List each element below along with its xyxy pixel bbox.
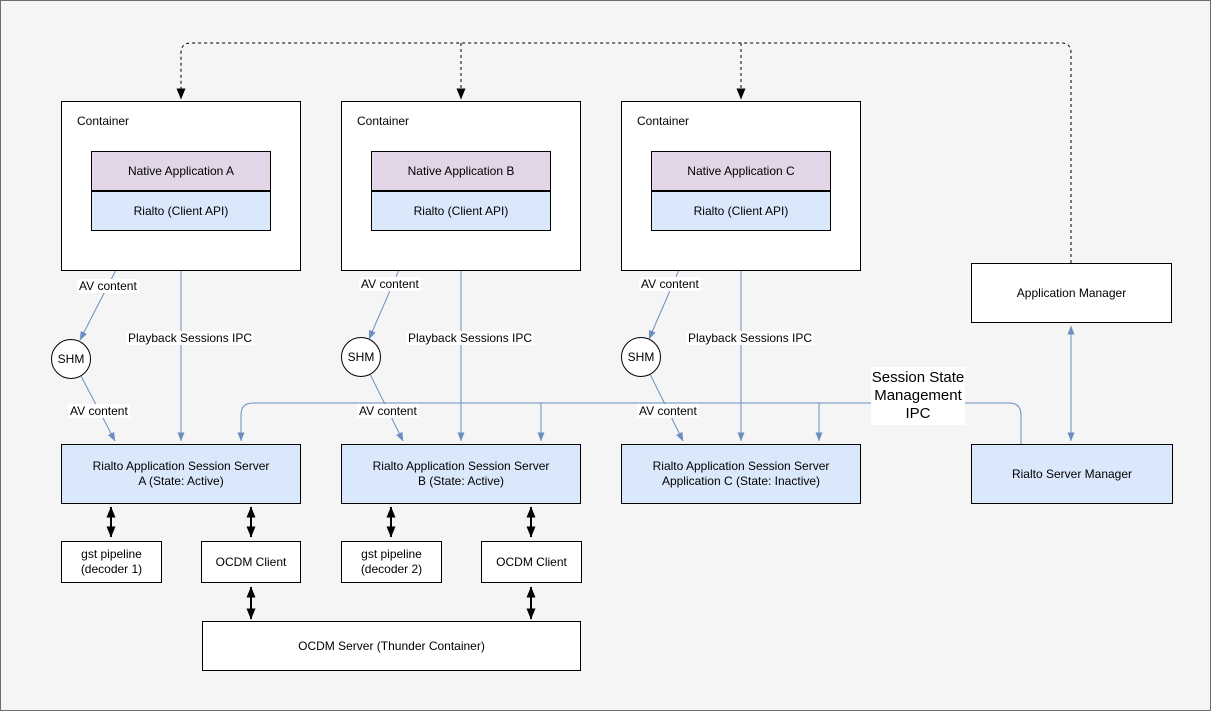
- label-session-state-ipc: Session State Management IPC: [871, 367, 965, 425]
- ocdm-client-2: OCDM Client: [481, 541, 582, 583]
- container-b-title: Container: [357, 114, 410, 128]
- rialto-session-server-c-line2: Application C (State: Inactive): [661, 474, 821, 488]
- gst-pipeline-1: gst pipeline (decoder 1): [61, 541, 162, 583]
- rialto-session-server-a-line2: A (State: Active): [138, 474, 224, 488]
- rialto-session-server-a: Rialto Application Session Server A (Sta…: [61, 444, 301, 504]
- rialto-client-api-b: Rialto (Client API): [371, 191, 551, 231]
- ocdm-server: OCDM Server (Thunder Container): [202, 621, 581, 671]
- container-c-title: Container: [637, 114, 690, 128]
- label-playback-ipc-a: Playback Sessions IPC: [126, 331, 255, 345]
- rialto-session-server-c: Rialto Application Session Server Applic…: [621, 444, 861, 504]
- rialto-session-server-c-line1: Rialto Application Session Server: [652, 459, 830, 473]
- rialto-server-manager: Rialto Server Manager: [971, 444, 1173, 504]
- rialto-session-server-a-line1: Rialto Application Session Server: [92, 459, 270, 473]
- rialto-client-api-c: Rialto (Client API): [651, 191, 831, 231]
- black-edges: [106, 506, 536, 620]
- container-a-title: Container: [77, 114, 130, 128]
- shm-c: SHM: [621, 337, 661, 377]
- application-manager: Application Manager: [971, 263, 1172, 323]
- rialto-session-server-b-line2: B (State: Active): [417, 474, 505, 488]
- gst-pipeline-1-line2: (decoder 1): [80, 562, 143, 576]
- edge-session-state-ipc-main: [237, 402, 1022, 444]
- rialto-client-api-a: Rialto (Client API): [91, 191, 271, 231]
- gst-pipeline-1-line1: gst pipeline: [81, 547, 142, 561]
- shm-a: SHM: [51, 339, 91, 379]
- native-application-c: Native Application C: [651, 151, 831, 191]
- ocdm-client-1: OCDM Client: [201, 541, 301, 583]
- rialto-session-server-b-line1: Rialto Application Session Server: [372, 459, 550, 473]
- native-application-a: Native Application A: [91, 151, 271, 191]
- label-av-content-b-bottom: AV content: [357, 404, 419, 418]
- label-av-content-c-bottom: AV content: [637, 404, 699, 418]
- label-playback-ipc-c: Playback Sessions IPC: [686, 331, 815, 345]
- rialto-session-server-b: Rialto Application Session Server B (Sta…: [341, 444, 581, 504]
- native-application-b: Native Application B: [371, 151, 551, 191]
- dashed-edge-app-manager-to-containers: [176, 42, 1072, 263]
- shm-b: SHM: [341, 337, 381, 377]
- label-av-content-c-top: AV content: [639, 277, 701, 291]
- gst-pipeline-2-line2: (decoder 2): [360, 562, 423, 576]
- gst-pipeline-2: gst pipeline (decoder 2): [341, 541, 442, 583]
- label-av-content-b-top: AV content: [359, 277, 421, 291]
- gst-pipeline-2-line1: gst pipeline: [361, 547, 422, 561]
- label-av-content-a-bottom: AV content: [68, 404, 130, 418]
- label-playback-ipc-b: Playback Sessions IPC: [406, 331, 535, 345]
- label-av-content-a-top: AV content: [77, 279, 139, 293]
